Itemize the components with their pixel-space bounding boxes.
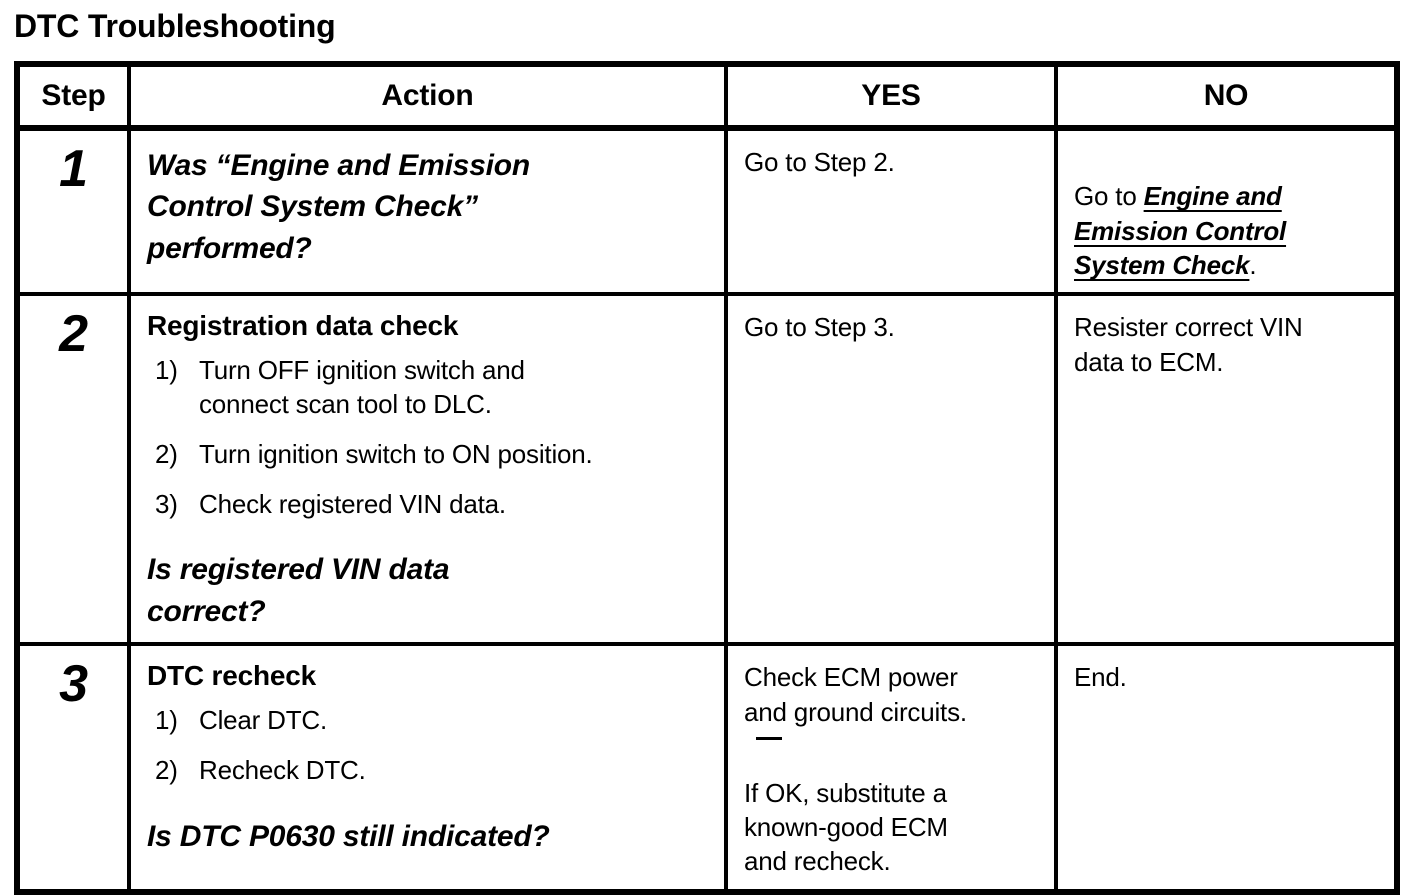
- action-heading: DTC recheck: [147, 660, 316, 692]
- list-item-number: 1): [155, 355, 178, 386]
- list-item-text: Recheck DTC.: [199, 755, 366, 786]
- list-item-number: 2): [155, 755, 178, 786]
- step-number: 1: [59, 140, 88, 198]
- yes-cell: Check ECM power and ground circuits. If …: [724, 642, 1058, 894]
- yes-text: Go to Step 2.: [744, 147, 895, 177]
- yes-text: Go to Step 3.: [744, 312, 895, 343]
- list-item: 1) Clear DTC.: [155, 704, 712, 738]
- no-text-suffix: .: [1249, 249, 1257, 280]
- step-number: 3: [59, 655, 88, 714]
- troubleshooting-table: Step Action YES NO 1 Was “Engine and Emi…: [14, 61, 1400, 895]
- step-number: 2: [59, 305, 88, 364]
- yes-cell: Go to Step 2.: [724, 125, 1058, 297]
- no-cell: Resister correct VIN data to ECM.: [1054, 292, 1399, 647]
- list-item-text: Turn OFF ignition switch and connect sca…: [199, 355, 525, 420]
- no-text-prefix: Go to: [1074, 181, 1144, 212]
- engine-emission-check-link[interactable]: Engine and Emission Control System Check: [1074, 181, 1287, 280]
- column-header-no: NO: [1054, 62, 1399, 131]
- action-question: Was “Engine and Emission Control System …: [147, 149, 531, 265]
- list-item-number: 3): [155, 488, 178, 519]
- action-cell: Registration data check 1) Turn OFF igni…: [127, 292, 728, 647]
- list-item-number: 2): [155, 438, 178, 469]
- action-cell: Was “Engine and Emission Control System …: [127, 125, 728, 297]
- table-row-step-3: 3 DTC recheck 1) Clear DTC. 2) Recheck D…: [15, 642, 1399, 894]
- table-row-step-1: 1 Was “Engine and Emission Control Syste…: [15, 125, 1399, 297]
- action-heading: Registration data check: [147, 310, 459, 342]
- list-item-number: 1): [155, 705, 178, 736]
- no-text: Resister correct VIN data to ECM.: [1074, 312, 1303, 377]
- list-item-text: Check registered VIN data.: [199, 488, 506, 519]
- list-item: 2) Turn ignition switch to ON position.: [155, 438, 712, 472]
- yes-cell: Go to Step 3.: [724, 292, 1058, 647]
- step-number-cell: 3: [15, 642, 131, 894]
- no-text: End.: [1074, 662, 1127, 693]
- no-cell: End.: [1054, 642, 1399, 894]
- column-header-yes: YES: [724, 62, 1058, 131]
- page-title: DTC Troubleshooting: [14, 8, 336, 44]
- yes-text-line2: If OK, substitute a known-good ECM and r…: [744, 777, 948, 877]
- column-header-step: Step: [15, 62, 131, 131]
- list-item-text: Turn ignition switch to ON position.: [199, 438, 593, 469]
- action-question: Is DTC P0630 still indicated?: [147, 819, 550, 853]
- list-item: 2) Recheck DTC.: [155, 754, 712, 788]
- list-item: 1) Turn OFF ignition switch and connect …: [155, 354, 712, 422]
- underline-artifact: [756, 736, 782, 740]
- action-question: Is registered VIN data correct?: [147, 553, 450, 628]
- header-row: Step Action YES NO: [15, 62, 1399, 131]
- action-cell: DTC recheck 1) Clear DTC. 2) Recheck DTC…: [127, 642, 728, 894]
- column-header-action: Action: [127, 62, 728, 131]
- step-number-cell: 1: [15, 125, 131, 297]
- step-number-cell: 2: [15, 292, 131, 647]
- list-item: 3) Check registered VIN data.: [155, 488, 712, 522]
- yes-text-line1: Check ECM power and ground circuits.: [744, 662, 967, 727]
- no-cell: Go to Engine and Emission Control System…: [1054, 125, 1399, 297]
- list-item-text: Clear DTC.: [199, 705, 328, 736]
- table-row-step-2: 2 Registration data check 1) Turn OFF ig…: [15, 292, 1399, 647]
